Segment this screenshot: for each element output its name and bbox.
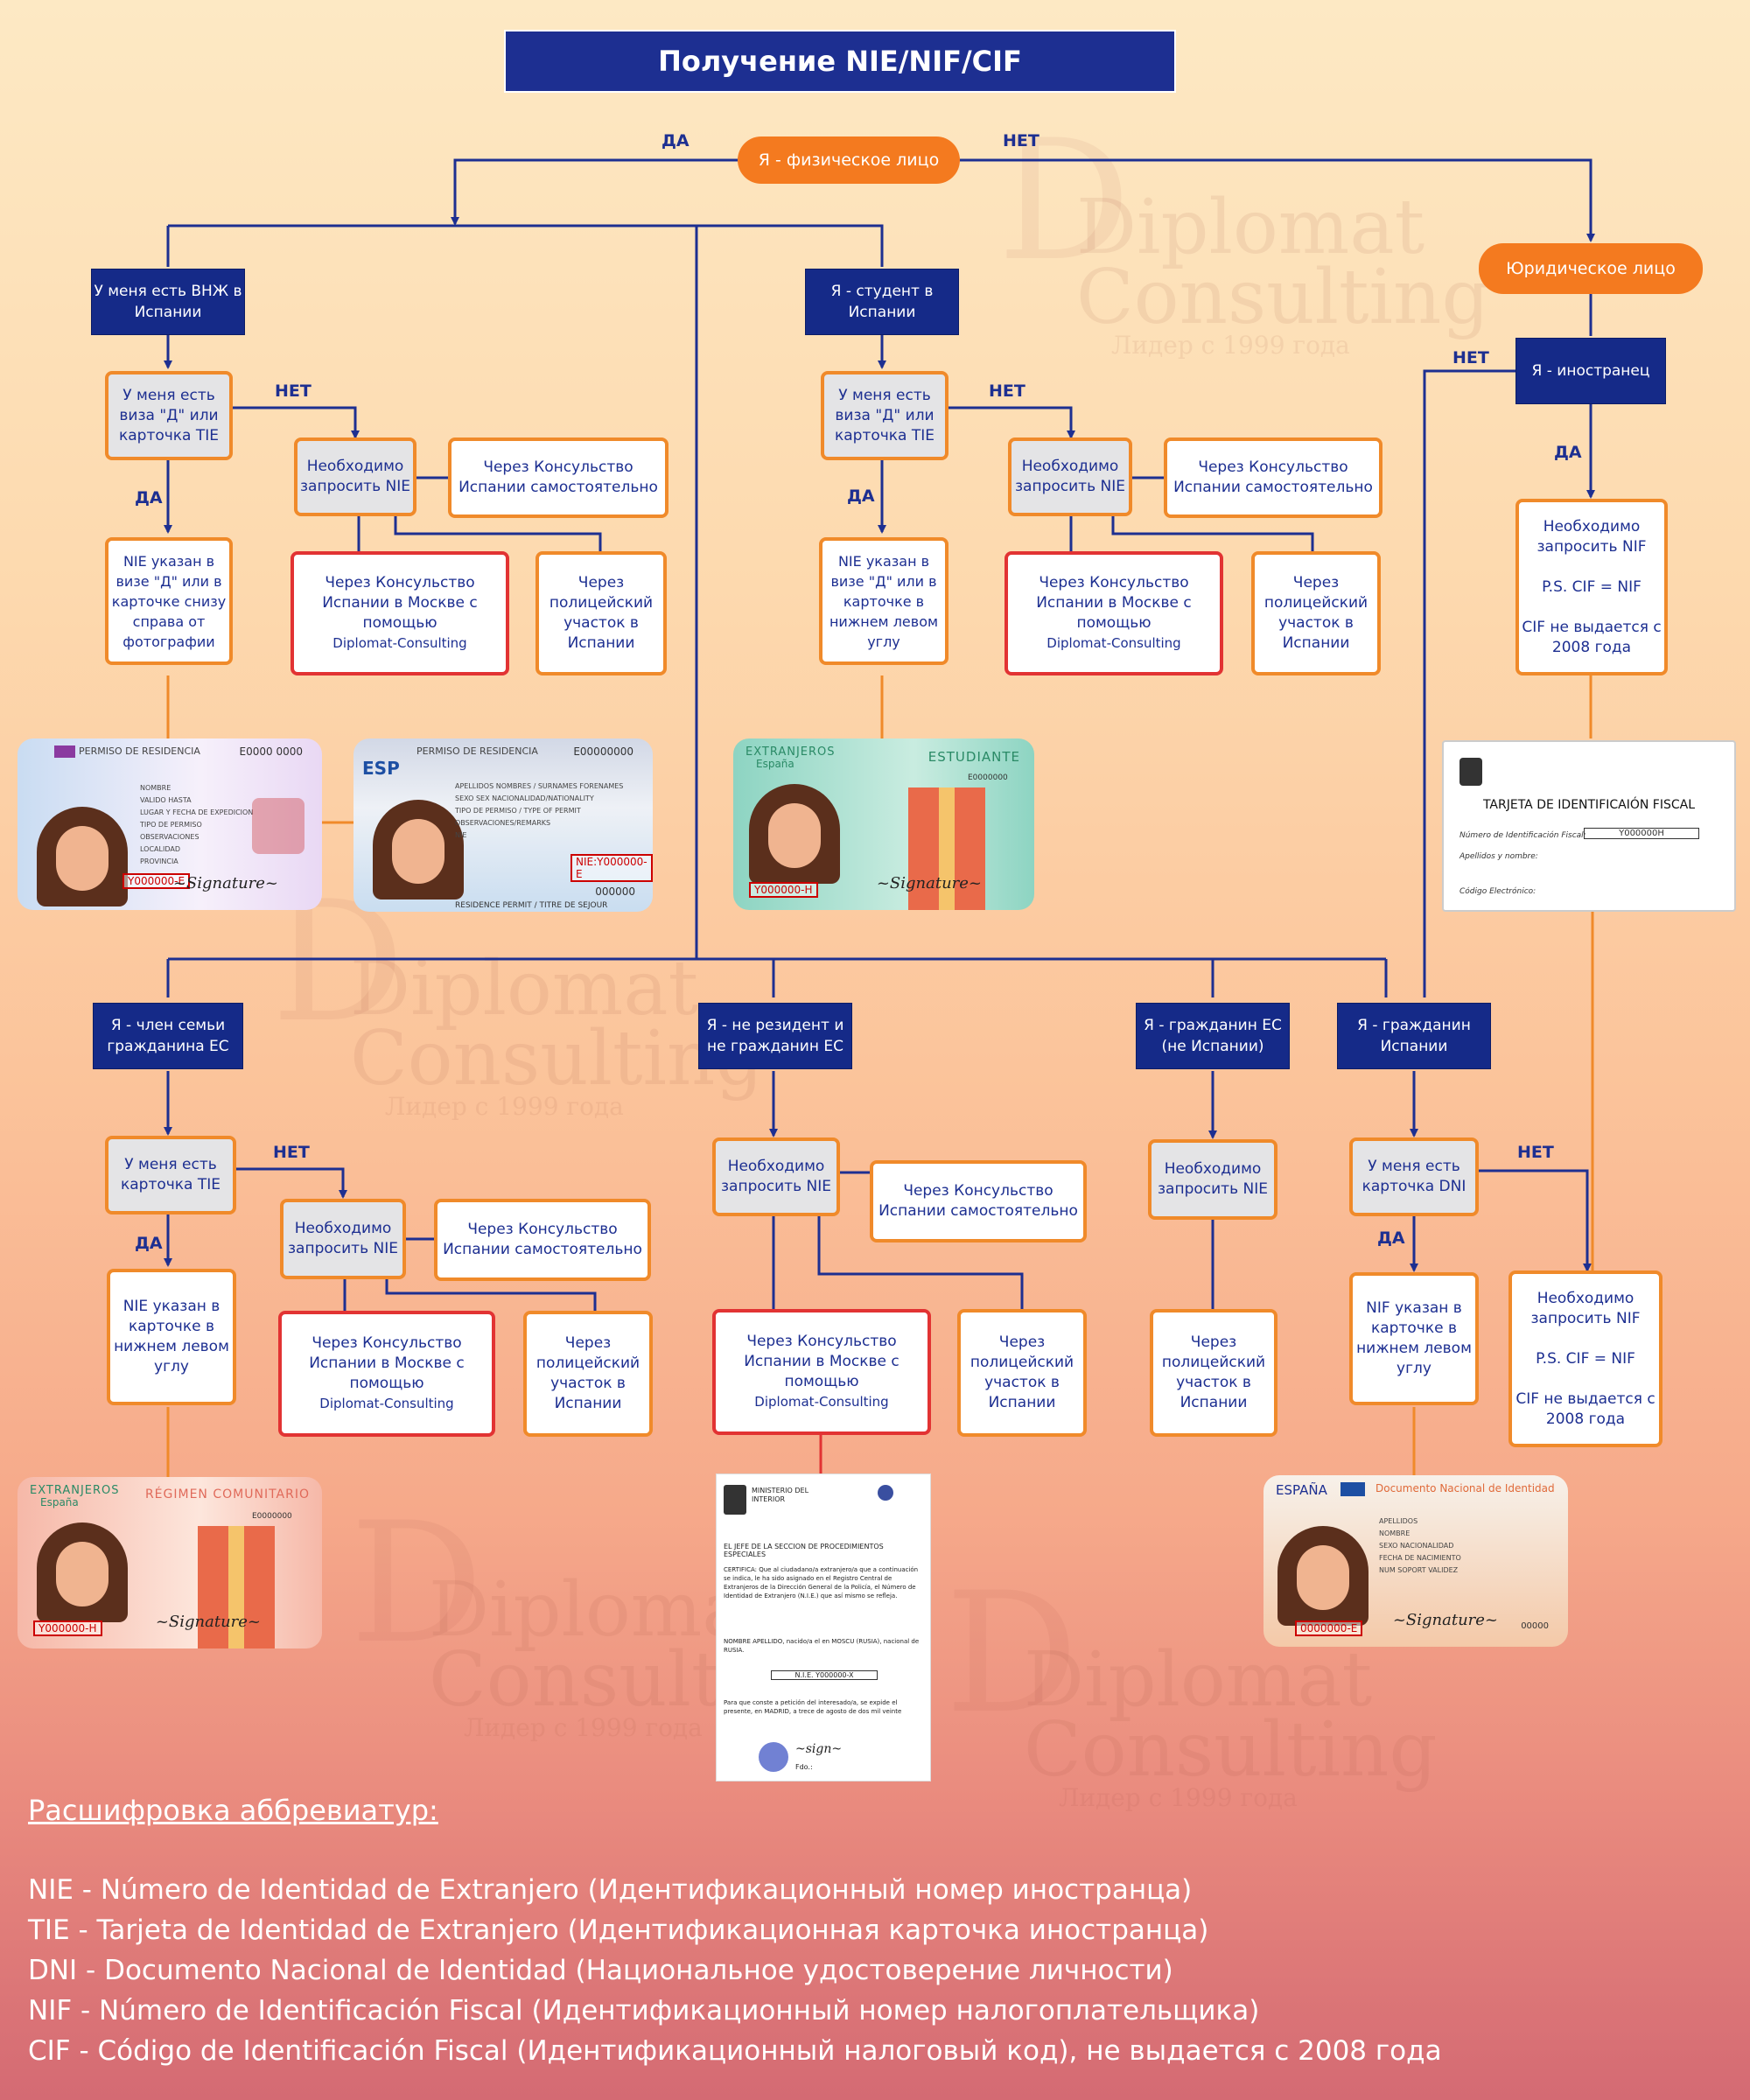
- label-no: НЕТ: [1003, 131, 1040, 150]
- legend-item: CIF - Código de Identificación Fiscal (И…: [28, 2035, 1442, 2067]
- box-need-nie: Необходимо запросить NIE: [280, 1199, 406, 1279]
- student-card: EXTRANJEROS España ESTUDIANTE E0000000 Y…: [733, 738, 1034, 910]
- box-consulate-moscow: Через Консульство Испании в Москве с пом…: [278, 1311, 495, 1437]
- coat-of-arms-icon: [252, 798, 304, 854]
- box-need-nie: Необходимо запросить NIE: [1148, 1139, 1278, 1220]
- label-yes: ДА: [1554, 443, 1582, 462]
- page-title: Получение NIE/NIF/CIF: [504, 30, 1176, 93]
- portrait-image: [37, 807, 128, 906]
- portrait-image: [1278, 1526, 1368, 1626]
- legend-item: DNI - Documento Nacional de Identidad (Н…: [28, 1955, 1173, 1986]
- box-consulate-moscow: Через Консульство Испании в Москве с пом…: [290, 551, 509, 676]
- dni-card: ESPAÑA Documento Nacional de Identidad A…: [1264, 1475, 1568, 1647]
- legend-title: Расшифровка аббревиатур:: [28, 1794, 438, 1827]
- box-consulate-self: Через Консульство Испании самостоятельно: [870, 1160, 1087, 1242]
- box-nie-card-left: NIE указан в карточке в нижнем левом угл…: [107, 1269, 236, 1405]
- spain-flag-image: [198, 1526, 275, 1648]
- box-police: Через полицейский участок в Испании: [957, 1309, 1087, 1437]
- fiscal-card: TARJETA DE IDENTIFICAIÓN FISCAL Número d…: [1442, 740, 1736, 912]
- box-police: Через полицейский участок в Испании: [1150, 1309, 1278, 1437]
- box-have-tie: У меня есть карточка TIE: [105, 1136, 236, 1214]
- coat-of-arms-icon: [1460, 758, 1482, 786]
- box-consulate-moscow: Через Консульство Испании в Москве с пом…: [1004, 551, 1223, 676]
- label-no: НЕТ: [1517, 1143, 1554, 1162]
- flag-icon: [54, 746, 75, 758]
- label-yes: ДА: [1377, 1228, 1405, 1248]
- eu-flag-icon: [1340, 1482, 1365, 1496]
- box-consulate-self: Через Консульство Испании самостоятельно: [448, 438, 668, 518]
- label-no: НЕТ: [273, 1143, 310, 1162]
- police-emblem-icon: [878, 1485, 893, 1501]
- spain-flag-image: [908, 788, 985, 910]
- legend-item: TIE - Tarjeta de Identidad de Extranjero…: [28, 1914, 1209, 1946]
- box-police: Через полицейский участок в Испании: [523, 1311, 653, 1437]
- portrait-image: [749, 784, 840, 884]
- box-visa-tie: У меня есть виза "Д" или карточка TIE: [821, 371, 948, 460]
- label-yes: ДА: [135, 488, 163, 508]
- box-need-nie: Необходимо запросить NIE: [712, 1138, 840, 1216]
- node-vnzh: У меня есть ВНЖ в Испании: [91, 269, 245, 335]
- node-student: Я - студент в Испании: [805, 269, 959, 335]
- box-nie-visa-left: NIE указан в визе "Д" или в карточке в н…: [819, 537, 948, 665]
- box-consulate-moscow: Через Консульство Испании в Москве с пом…: [712, 1309, 931, 1435]
- coat-of-arms-icon: [724, 1485, 746, 1515]
- box-nie-visa-photo: NIE указан в визе "Д" или в карточке сни…: [105, 537, 233, 665]
- start-node: Я - физическое лицо: [738, 136, 960, 184]
- box-need-nie: Необходимо запросить NIE: [1008, 438, 1132, 516]
- node-eu-family: Я - член семьи гражданина ЕС: [93, 1003, 243, 1069]
- box-consulate-self: Через Консульство Испании самостоятельно: [1164, 438, 1382, 518]
- stamp-image: [759, 1742, 788, 1772]
- box-consulate-self: Через Консульство Испании самостоятельно: [434, 1199, 651, 1281]
- box-need-nie: Необходимо запросить NIE: [294, 438, 416, 516]
- box-nif-card-left: NIF указан в карточке в нижнем левом угл…: [1349, 1272, 1479, 1405]
- node-non-resident: Я - не резидент и не гражданин ЕС: [698, 1003, 852, 1069]
- legal-entity-node: Юридическое лицо: [1479, 243, 1703, 294]
- label-yes: ДА: [847, 486, 875, 506]
- eu-regime-card: EXTRANJEROS España RÉGIMEN COMUNITARIO E…: [18, 1477, 322, 1648]
- label-no: НЕТ: [1452, 348, 1489, 368]
- label-yes: ДА: [662, 131, 690, 150]
- signature-image: ~sign~: [795, 1742, 843, 1756]
- signature-image: ~Signature~: [155, 1613, 261, 1631]
- portrait-image: [37, 1522, 128, 1622]
- box-police: Через полицейский участок в Испании: [1251, 551, 1381, 676]
- node-foreigner: Я - иностранец: [1516, 338, 1666, 404]
- label-yes: ДА: [135, 1234, 163, 1253]
- portrait-image: [373, 800, 464, 900]
- legend-item: NIE - Número de Identidad de Extranjero …: [28, 1874, 1193, 1906]
- box-have-dni: У меня есть карточка DNI: [1349, 1138, 1479, 1216]
- node-eu-citizen: Я - гражданин ЕС (не Испании): [1136, 1003, 1290, 1069]
- box-police: Через полицейский участок в Испании: [536, 551, 667, 676]
- label-no: НЕТ: [275, 382, 312, 401]
- residence-permit-card-2: ESP PERMISO DE RESIDENCIA E00000000 APEL…: [354, 738, 653, 912]
- label-no: НЕТ: [989, 382, 1026, 401]
- signature-image: ~Signature~: [1392, 1611, 1498, 1629]
- signature-image: ~Signature~: [172, 874, 278, 892]
- nie-certificate: MINISTERIO DEL INTERIOR EL JEFE DE LA SE…: [716, 1474, 931, 1782]
- node-spain-citizen: Я - гражданин Испании: [1337, 1003, 1491, 1069]
- legend-item: NIF - Número de Identificación Fiscal (И…: [28, 1995, 1260, 2026]
- signature-image: ~Signature~: [876, 874, 982, 892]
- box-visa-tie: У меня есть виза "Д" или карточка TIE: [105, 371, 233, 460]
